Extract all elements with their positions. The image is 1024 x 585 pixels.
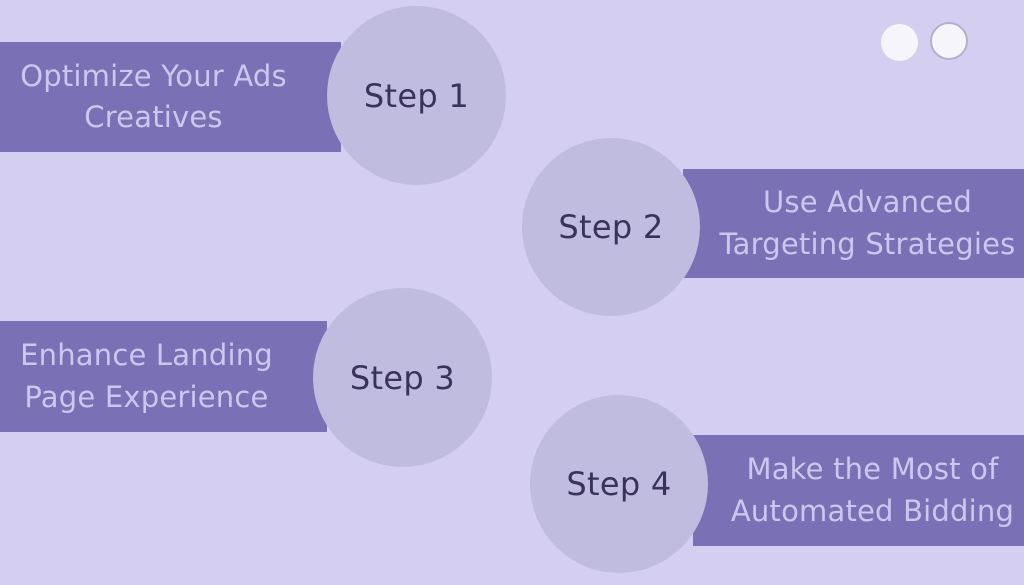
step-3-badge: Step 3 xyxy=(349,358,456,397)
step-4-label: Make the Most of Automated Bidding xyxy=(730,452,1015,528)
solid-dot-icon xyxy=(881,24,918,61)
step-2-bar[interactable]: Use Advanced Targeting Strategies xyxy=(683,169,1024,278)
step-1-label: Optimize Your Ads Creatives xyxy=(20,58,287,134)
step-3-circle[interactable]: Step 3 xyxy=(313,288,492,467)
ring-dot-icon xyxy=(930,22,968,60)
step-4-circle[interactable]: Step 4 xyxy=(530,395,708,573)
step-1-bar[interactable]: Optimize Your Ads Creatives xyxy=(0,42,341,152)
step-2-badge: Step 2 xyxy=(558,208,664,246)
step-3-label: Enhance Landing Page Experience xyxy=(20,338,273,414)
step-4-badge: Step 4 xyxy=(566,465,672,503)
step-2-label: Use Advanced Targeting Strategies xyxy=(719,185,1016,261)
step-2-circle[interactable]: Step 2 xyxy=(522,138,700,316)
step-1-badge: Step 1 xyxy=(363,76,470,115)
step-1-circle[interactable]: Step 1 xyxy=(327,6,506,185)
step-4-bar[interactable]: Make the Most of Automated Bidding xyxy=(693,435,1024,546)
step-3-bar[interactable]: Enhance Landing Page Experience xyxy=(0,321,327,432)
